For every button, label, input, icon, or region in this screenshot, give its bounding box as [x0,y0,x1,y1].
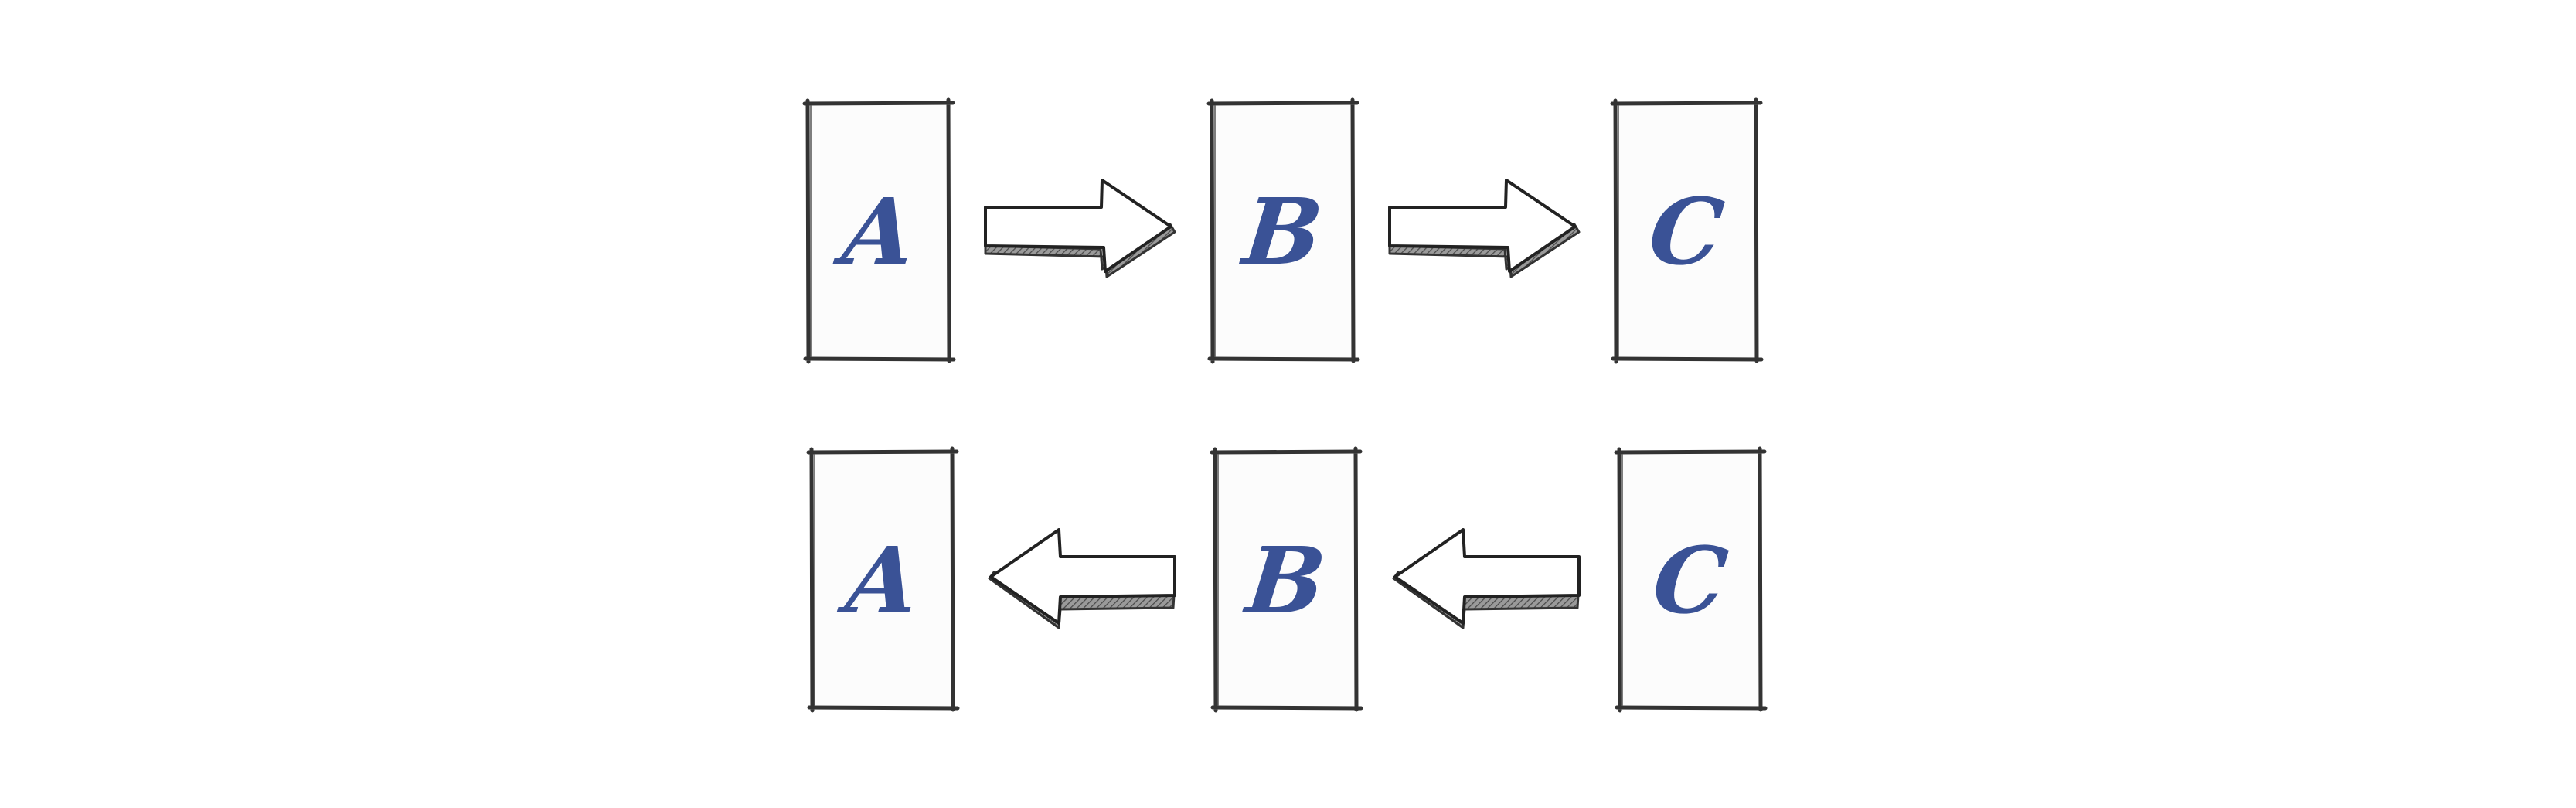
arrow-right-icon [984,179,1176,278]
arrow-left-icon [1392,528,1581,629]
node-a-row2: A [806,446,960,713]
node-frame [802,97,956,364]
node-frame [1610,97,1764,364]
node-c-row1: C [1610,97,1764,364]
node-c-row2: C [1614,446,1768,713]
node-label: C [1644,177,1729,285]
node-b-row2: B [1210,446,1363,713]
node-b-row1: B [1206,97,1360,364]
node-frame [1206,97,1360,364]
node-label: B [1241,526,1331,634]
node-frame [1210,446,1363,713]
node-label: C [1648,526,1733,634]
node-label: A [841,526,924,634]
node-label: A [837,177,920,285]
arrow-left-icon [988,528,1176,629]
node-frame [1614,446,1768,713]
node-label: B [1238,177,1328,285]
node-a-row1: A [802,97,956,364]
arrow-right-icon [1388,179,1581,278]
node-frame [806,446,960,713]
